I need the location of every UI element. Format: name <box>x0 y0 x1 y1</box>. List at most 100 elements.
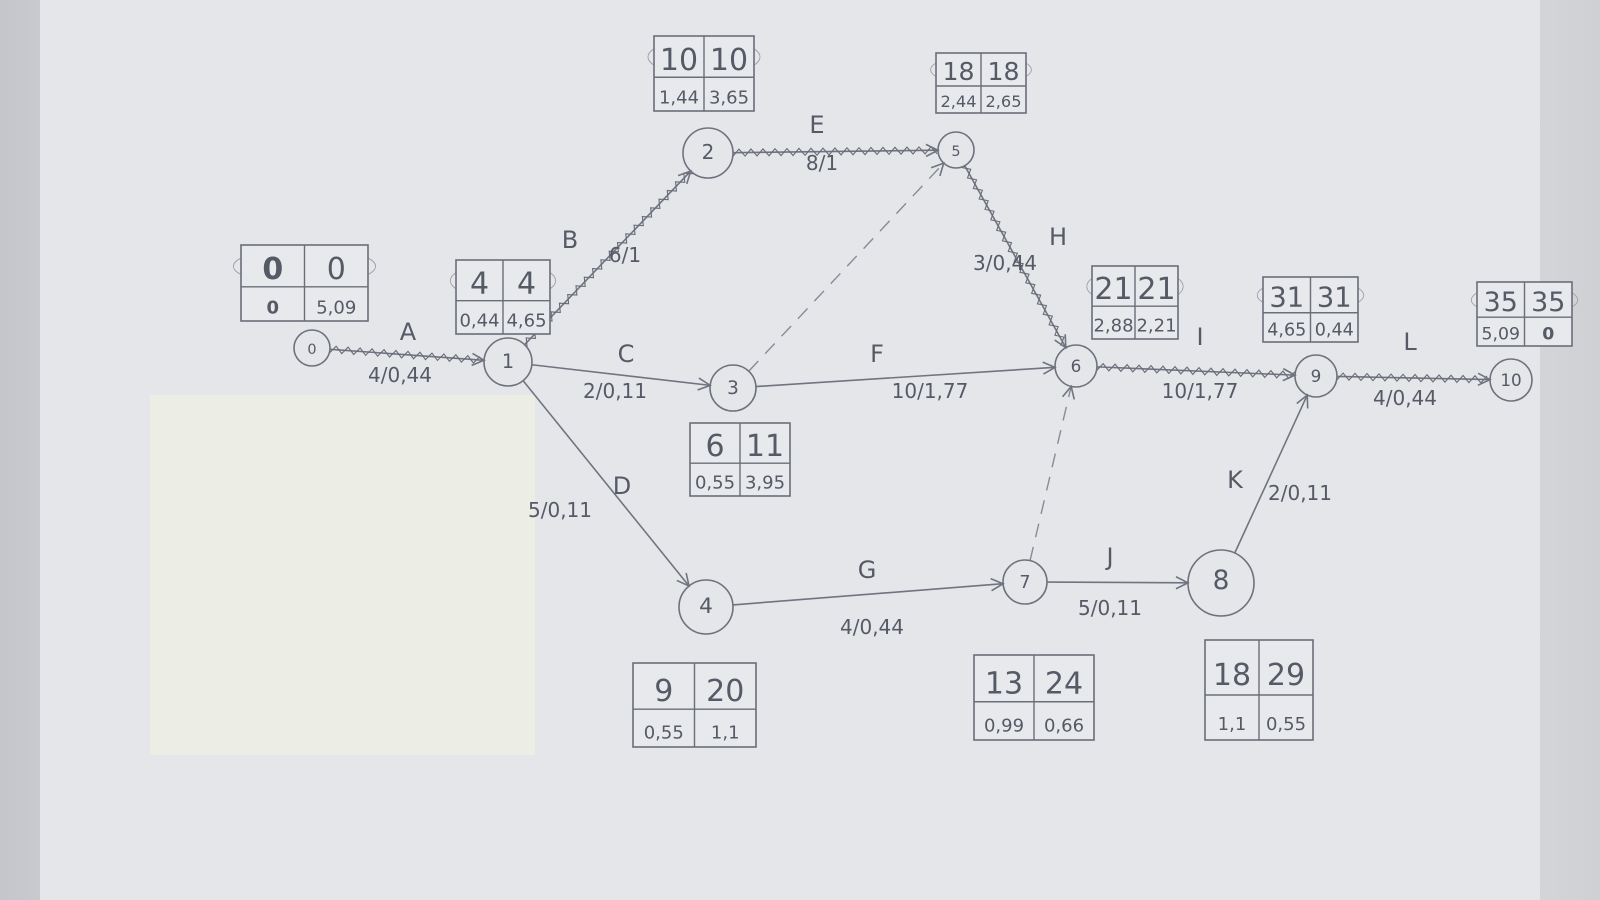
activity-letter: I <box>1196 323 1203 351</box>
earliest-variance: 4,65 <box>1267 321 1306 341</box>
earliest-time: 10 <box>660 43 698 78</box>
latest-variance: 3,65 <box>709 88 749 109</box>
sticky-note <box>150 395 535 755</box>
node-circle <box>1187 549 1255 617</box>
activity-duration-variance: 10/1,77 <box>892 379 969 403</box>
activity-duration-variance: 5/0,11 <box>1078 596 1142 620</box>
activity-line <box>1046 581 1189 584</box>
node-label: 0 <box>307 342 316 358</box>
node-circle <box>937 131 975 169</box>
critical-path-mark <box>1096 362 1296 380</box>
node-label: 10 <box>1500 370 1521 390</box>
latest-variance: 4,65 <box>506 311 546 332</box>
event-node-1: 1 <box>483 337 533 387</box>
latest-time: 4 <box>517 266 536 301</box>
activity-duration-variance: 4/0,44 <box>840 615 904 639</box>
earliest-variance: 0,99 <box>984 716 1024 737</box>
node-label: 3 <box>727 378 739 399</box>
node-label: 7 <box>1019 573 1030 593</box>
event-node-9: 9 <box>1294 354 1338 398</box>
latest-time: 0 <box>327 252 346 287</box>
latest-time: 18 <box>987 57 1019 86</box>
latest-variance: 0 <box>1542 325 1554 345</box>
critical-path-mark <box>1336 372 1488 384</box>
event-node-3: 3 <box>709 364 757 412</box>
node-circle <box>1002 559 1048 605</box>
activity-duration-variance: 2/0,11 <box>1268 481 1332 505</box>
activity-letter: G <box>858 556 877 584</box>
latest-time: 20 <box>706 674 744 709</box>
activity-line <box>1234 394 1308 554</box>
earliest-variance: 1,44 <box>659 88 699 109</box>
activity-letter: K <box>1227 466 1244 494</box>
latest-time: 29 <box>1267 658 1305 693</box>
earliest-variance: 0 <box>266 297 279 318</box>
event-node-10: 10 <box>1489 358 1533 402</box>
latest-variance: 0,66 <box>1044 716 1084 737</box>
event-node-4: 4 <box>678 579 734 635</box>
activity-duration-variance: 3/0,44 <box>973 251 1037 275</box>
activity-letter: B <box>562 226 578 254</box>
activity-line <box>524 170 692 346</box>
activity-letter: D <box>613 472 631 500</box>
activity-line <box>1336 375 1491 381</box>
node-circle <box>678 579 734 635</box>
latest-time: 24 <box>1045 666 1083 701</box>
earliest-time: 9 <box>654 674 673 709</box>
node-circle <box>1489 358 1533 402</box>
earliest-time: 31 <box>1269 282 1304 313</box>
activity-letter: L <box>1403 328 1417 356</box>
earliest-time: 6 <box>705 429 724 464</box>
event-node-8: 8 <box>1187 549 1255 617</box>
time-box-n10: 35 35 5,09 0 <box>1470 281 1579 347</box>
event-node-5: 5 <box>937 131 975 169</box>
earliest-variance: 2,44 <box>940 92 976 111</box>
activity-duration-variance: 5/0,11 <box>528 498 592 522</box>
activity-letter: E <box>809 111 824 139</box>
node-circle <box>483 337 533 387</box>
node-label: 9 <box>1311 366 1322 386</box>
critical-path-mark <box>732 145 938 157</box>
event-node-7: 7 <box>1002 559 1048 605</box>
activity-letter: A <box>400 318 417 346</box>
activity-duration-variance: 2/0,11 <box>583 379 647 403</box>
node-label: 2 <box>702 140 715 164</box>
critical-path-mark <box>961 166 1065 346</box>
latest-variance: 5,09 <box>316 297 356 318</box>
event-node-2: 2 <box>682 127 734 179</box>
event-node-0: 0 <box>293 329 331 367</box>
earliest-time: 18 <box>942 57 974 86</box>
node-circle <box>682 127 734 179</box>
earliest-time: 18 <box>1213 658 1251 693</box>
activity-duration-variance: 4/0,44 <box>368 363 432 387</box>
earliest-time: 13 <box>985 666 1023 701</box>
activity-line <box>732 582 1004 606</box>
activity-letter: H <box>1049 223 1067 251</box>
node-circle <box>293 329 331 367</box>
earliest-variance: 0,55 <box>695 473 735 494</box>
dummy-line <box>1029 386 1072 561</box>
activity-duration-variance: 10/1,77 <box>1162 379 1239 403</box>
activity-duration-variance: 6/1 <box>609 243 641 267</box>
earliest-variance: 1,1 <box>1218 714 1247 735</box>
earliest-time: 21 <box>1094 272 1132 307</box>
earliest-time: 35 <box>1484 287 1518 318</box>
node-circle <box>709 364 757 412</box>
activity-letter: F <box>870 340 884 368</box>
earliest-variance: 5,09 <box>1482 325 1520 345</box>
critical-path-mark <box>329 345 481 364</box>
latest-time: 11 <box>746 429 784 464</box>
time-box-n7: 13 24 0,99 0,66 <box>973 654 1095 741</box>
activity-letter: C <box>618 340 635 368</box>
latest-variance: 2,65 <box>985 92 1021 111</box>
latest-time: 35 <box>1531 287 1565 318</box>
event-node-6: 6 <box>1054 344 1098 388</box>
activity-duration-variance: 4/0,44 <box>1373 386 1437 410</box>
latest-time: 10 <box>710 43 748 78</box>
earliest-variance: 2,88 <box>1093 316 1133 337</box>
